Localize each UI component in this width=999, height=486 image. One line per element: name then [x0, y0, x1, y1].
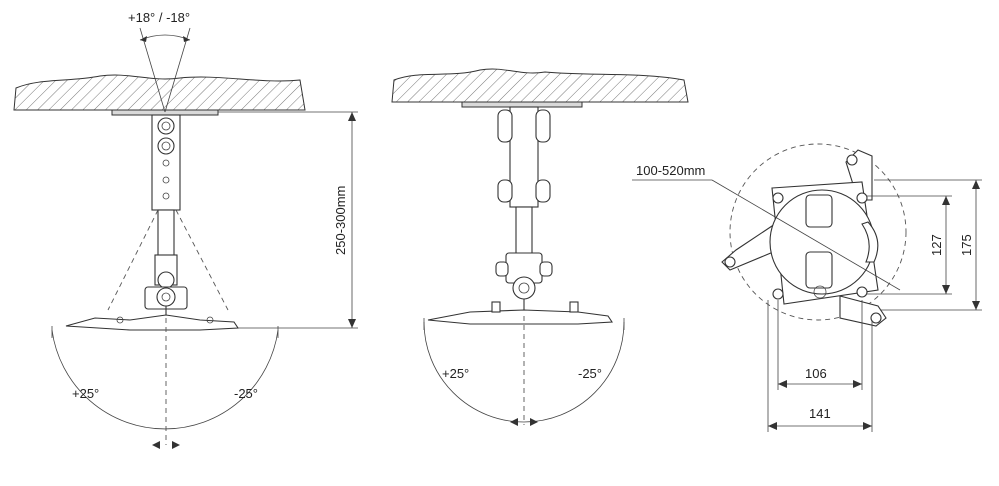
height-range-label: 250-300mm — [333, 186, 348, 255]
dimension-127-label: 127 — [929, 234, 944, 256]
bottom-view: 100-520mm 106 141 127 175 — [632, 143, 982, 432]
projector-range-label: 100-520mm — [636, 163, 705, 178]
projector-plate-middle — [427, 309, 613, 325]
upper-tube-left — [151, 114, 181, 211]
upper-tube-middle — [509, 106, 539, 208]
left-rotation-positive-label: +25° — [72, 386, 99, 401]
left-rotation-negative-label: -25° — [234, 386, 258, 401]
front-view: +18° / -18° +25° -25° — [13, 10, 358, 449]
dimension-175-label: 175 — [959, 234, 974, 256]
dimension-141-label: 141 — [809, 406, 831, 421]
side-view: +25° -25° — [391, 68, 689, 426]
projector-range-circle — [729, 143, 907, 321]
tilt-label: +18° / -18° — [128, 10, 190, 25]
middle-rotation-negative-label: -25° — [578, 366, 602, 381]
projector-plate-left — [65, 314, 239, 331]
lower-tube-middle — [515, 206, 533, 256]
middle-rotation-positive-label: +25° — [442, 366, 469, 381]
ceiling-middle — [391, 68, 689, 103]
ceiling-plate-middle — [461, 101, 583, 108]
dimension-106-label: 106 — [805, 366, 827, 381]
